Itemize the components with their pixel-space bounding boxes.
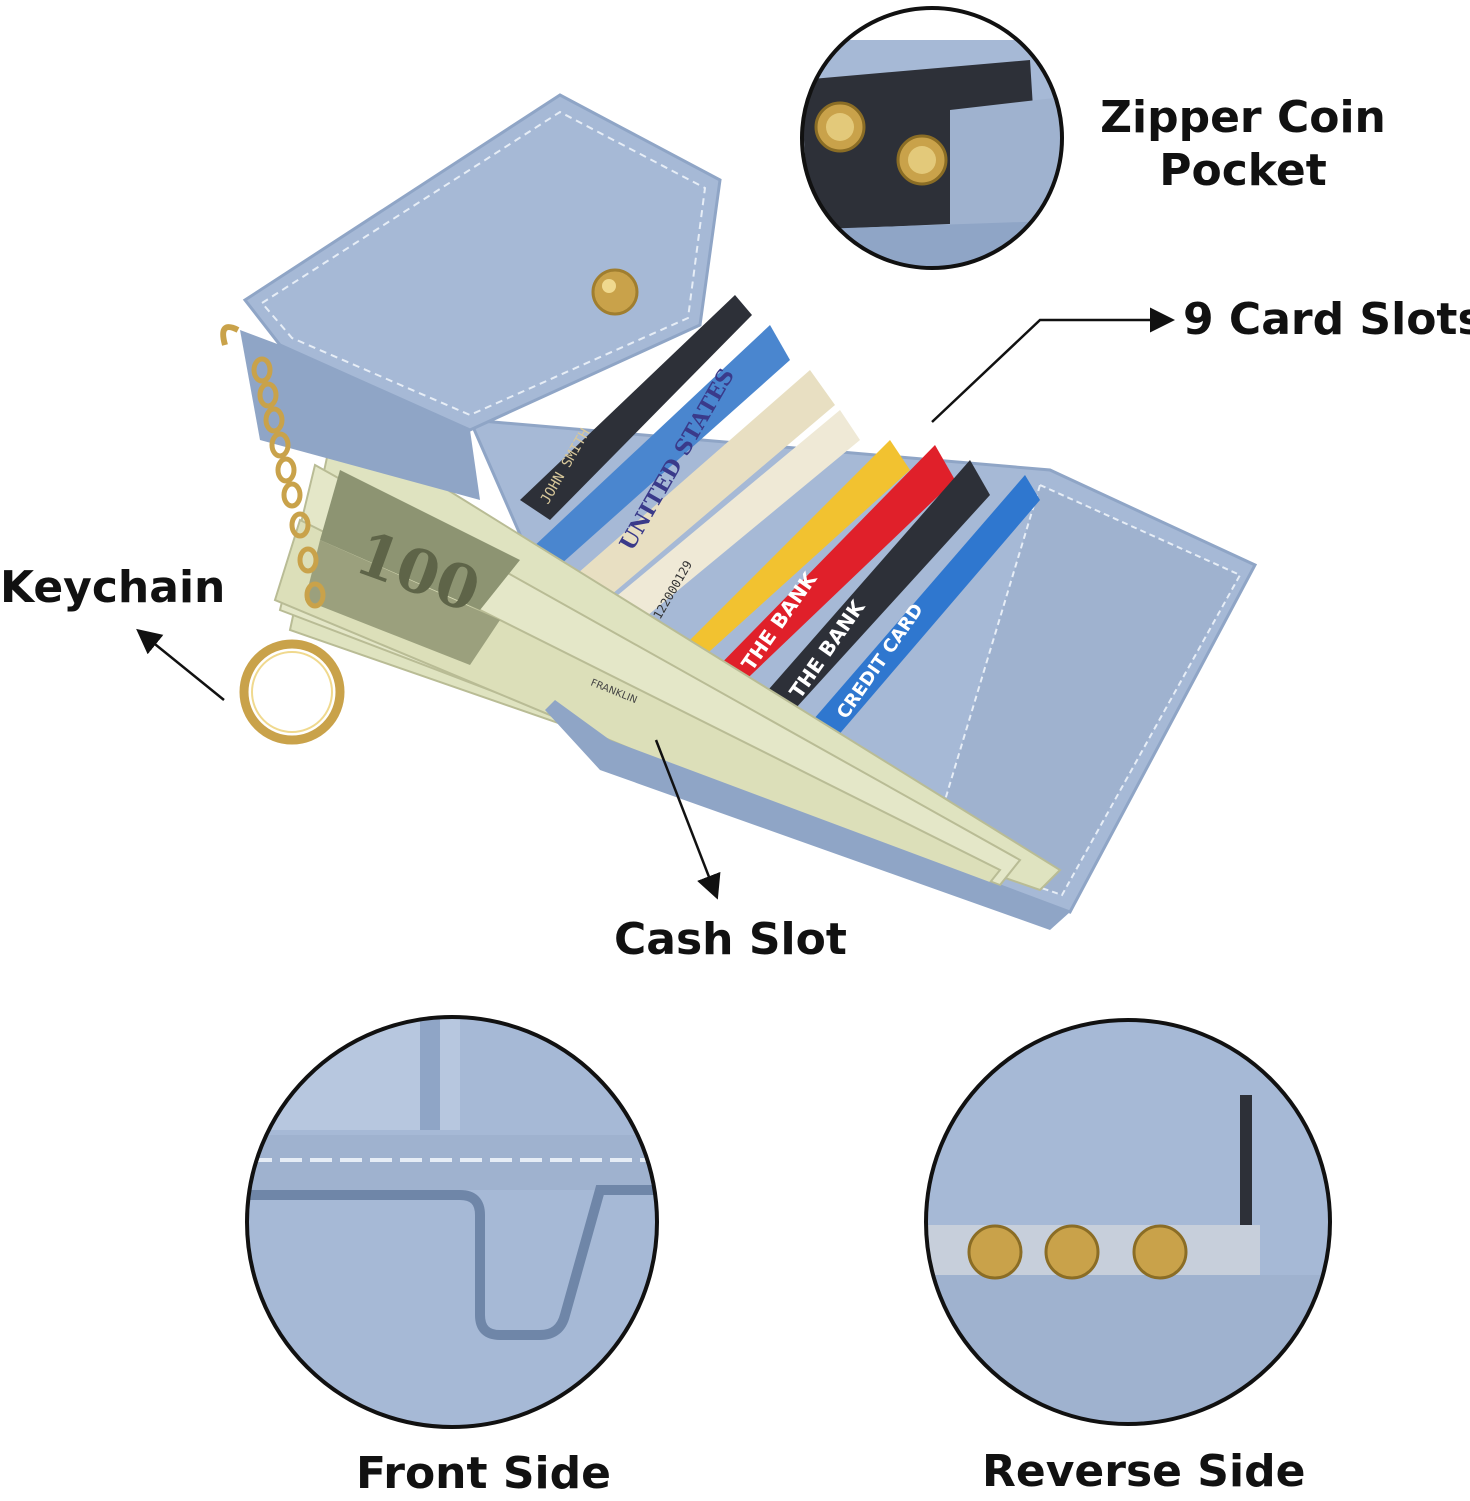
label-zipper-coin-pocket: Zipper Coin Pocket	[1098, 92, 1388, 198]
label-card-slots: 9 Card Slots	[1183, 294, 1470, 345]
card-red	[705, 445, 955, 695]
cash-bills	[273, 418, 1062, 897]
coin-icon	[1132, 1224, 1188, 1280]
zoom-reverse-side	[924, 1018, 1332, 1426]
pointer-card-slots	[931, 307, 1175, 423]
zoom-zipper-pocket	[800, 6, 1064, 270]
card-dark	[755, 460, 990, 720]
label-keychain: Keychain	[0, 562, 226, 613]
label-zipper-line1: Zipper Coin	[1100, 92, 1386, 143]
label-reverse-side: Reverse Side	[982, 1446, 1306, 1497]
label-zipper-line2: Pocket	[1159, 144, 1327, 196]
coin-icon	[967, 1224, 1023, 1280]
card-black	[520, 295, 752, 520]
snap-button	[591, 268, 639, 316]
keychain-icon	[220, 324, 345, 745]
card-yellow	[680, 440, 910, 660]
card-stack	[520, 295, 1040, 745]
wallet-main: JOHN SMITH UNITED STATES 122000129 THE B…	[220, 93, 1258, 930]
label-cash-slot: Cash Slot	[614, 914, 847, 965]
card-id	[600, 410, 860, 630]
card-usa	[570, 370, 835, 600]
wallet-bottom-panel	[545, 700, 1070, 930]
zoom-front-side	[245, 1015, 659, 1429]
pointer-lines	[136, 307, 1175, 900]
pointer-cash-slot	[654, 739, 721, 900]
card-blue-light	[530, 325, 790, 565]
card-blue	[800, 475, 1040, 745]
pointer-keychain	[136, 628, 225, 701]
label-front-side: Front Side	[356, 1448, 611, 1499]
coin-icon	[1044, 1224, 1100, 1280]
